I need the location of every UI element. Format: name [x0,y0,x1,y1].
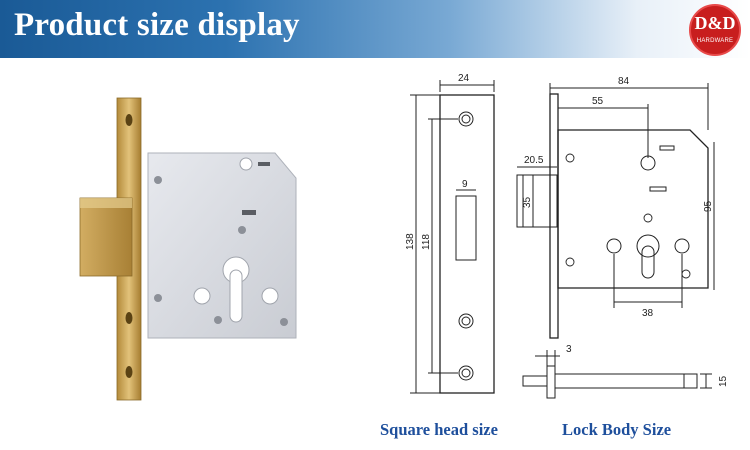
dim-slot-width: 9 [462,179,468,190]
dim-overall-width: 84 [618,76,630,87]
page-title: Product size display [14,7,300,43]
logo-text: D&D [694,13,736,33]
dim-faceplate-width: 24 [458,73,470,84]
dim-bolt-projection: 20.5 [524,155,544,166]
dim-faceplate-height: 138 [405,233,416,250]
dim-backset: 55 [592,96,604,107]
faceplate-drawing [410,80,495,394]
dim-faceplate-thickness: 3 [566,344,572,355]
lock-product-image [79,97,297,401]
dim-body-depth: 15 [718,375,729,387]
lock-body-caption: Lock Body Size [562,420,672,439]
dim-body-height: 95 [703,200,714,212]
dim-center-distance: 38 [642,308,654,319]
header-banner: Product size display D&D HARDWARE [0,0,750,58]
dim-bolt-height: 35 [522,196,533,208]
dim-screw-distance: 118 [421,234,432,250]
lock-body-drawing [516,83,715,399]
square-head-caption: Square head size [380,420,498,439]
logo-subtext: HARDWARE [696,38,734,44]
brand-logo: D&D HARDWARE [689,4,741,56]
